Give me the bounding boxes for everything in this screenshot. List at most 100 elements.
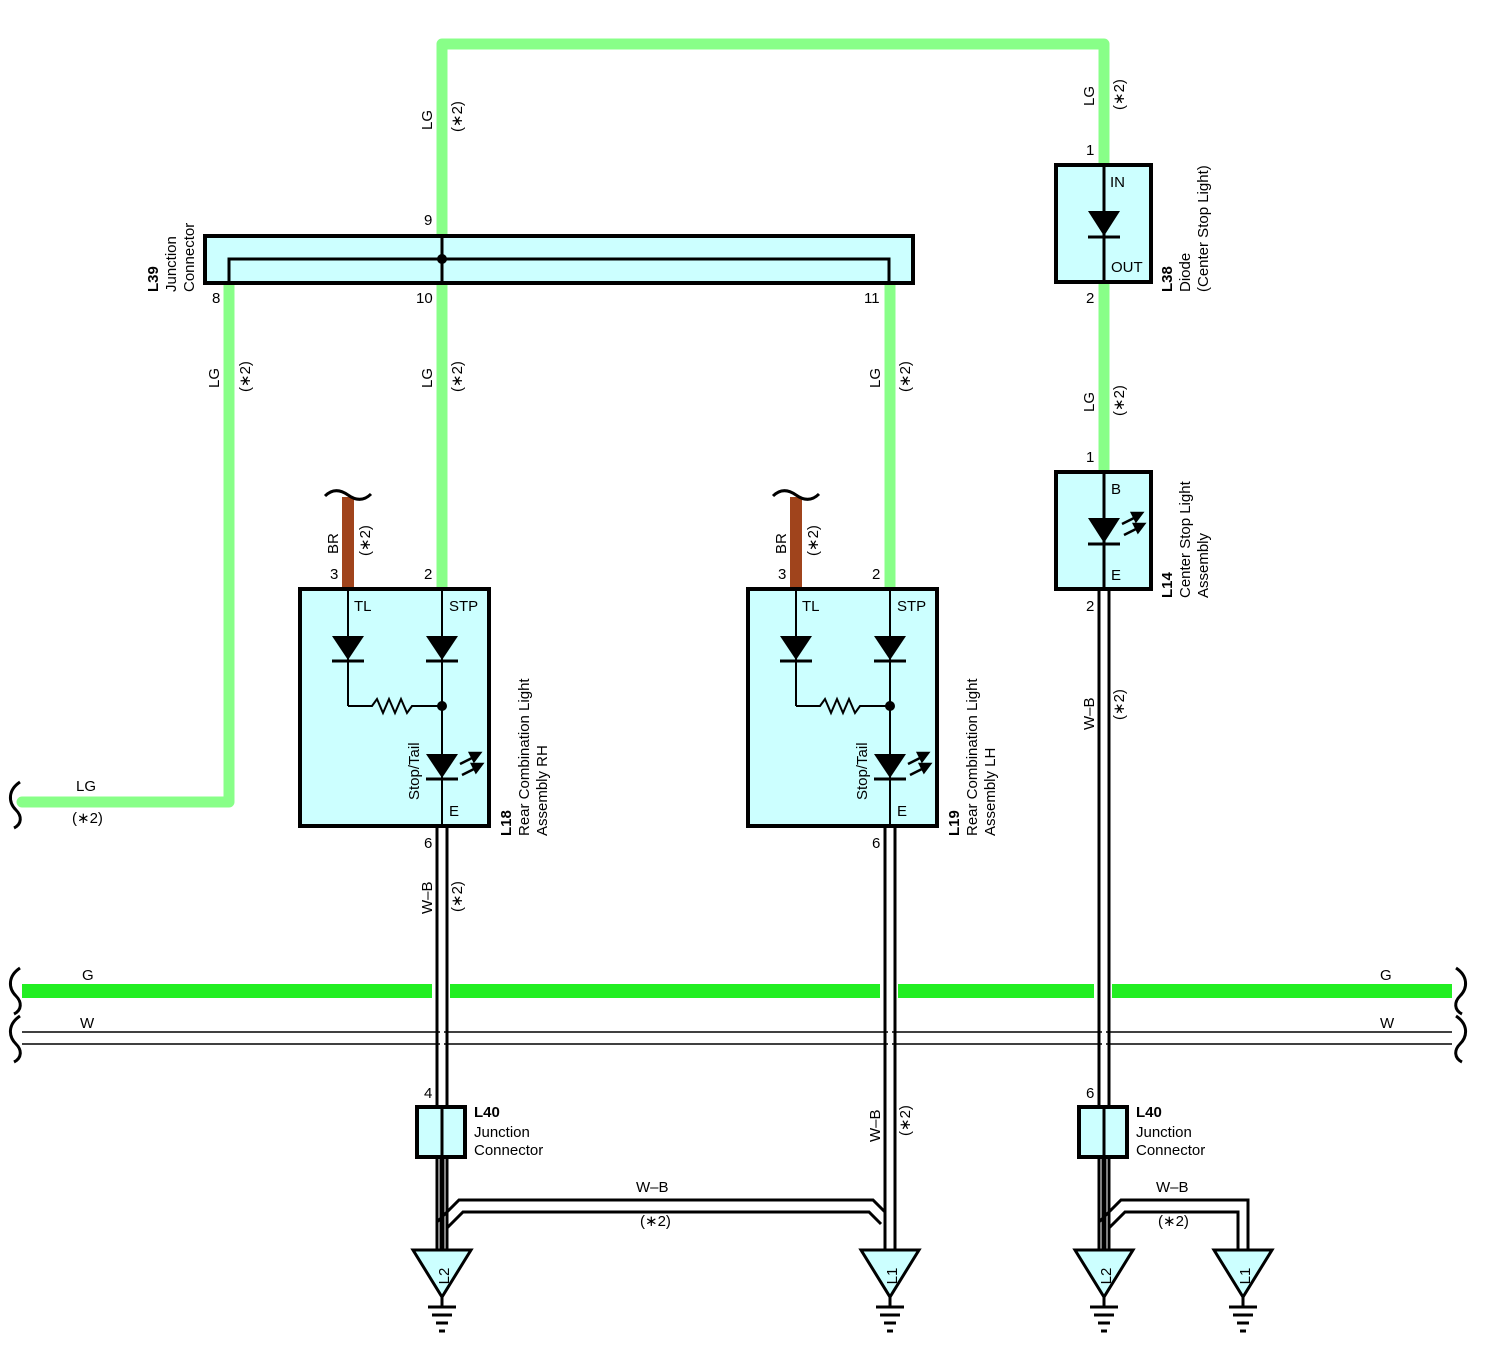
ground-l1-center: L1 (858, 1248, 922, 1333)
l18-rear-combination-light-rh: TL STP Stop/Tail E L18 Rear Combination … (298, 587, 551, 836)
l18-term-tl: TL (354, 598, 372, 615)
pin-l19-3: 3 (778, 566, 786, 583)
resistor-symbol (796, 696, 890, 716)
l38-term-in: IN (1110, 174, 1125, 191)
wire-label-br: BR (325, 533, 342, 554)
ground-label: L2 (1098, 1268, 1115, 1285)
pin-l14-1: 1 (1086, 449, 1094, 466)
break-left-w (9, 1014, 22, 1064)
l18-term-stp: STP (449, 598, 478, 615)
pin-l39-11: 11 (864, 290, 880, 307)
wire-note: (∗2) (897, 361, 914, 392)
l40-right-name1: Junction (1136, 1124, 1192, 1141)
l19-code: L19 (946, 810, 963, 836)
br-wire-ends (323, 489, 821, 501)
wire-label-w: W (80, 1015, 95, 1032)
l38-diode: IN OUT L38 Diode (Center Stop Light) (1054, 163, 1212, 292)
ground-l2-left: L2 (410, 1248, 474, 1333)
wire-note: (∗2) (1111, 689, 1128, 720)
l40-right-name2: Connector (1136, 1142, 1205, 1159)
wire-note: (∗2) (357, 525, 374, 556)
wire-label-wb: W–B (1156, 1179, 1189, 1196)
wire-label-lg: LG (867, 368, 884, 388)
ground-label: L2 (436, 1268, 453, 1285)
wire-note: (∗2) (897, 1105, 914, 1136)
pin-l39-10: 10 (416, 290, 433, 307)
pin-l18-3: 3 (330, 566, 338, 583)
wire-note: (∗2) (1111, 79, 1128, 110)
ground-icon (876, 1297, 904, 1333)
l18-name1: Rear Combination Light (516, 678, 533, 836)
wire-label-wb: W–B (867, 1109, 884, 1142)
l38-name1: Diode (1177, 253, 1194, 292)
l40-right-code: L40 (1136, 1104, 1162, 1121)
l40-junction-connector-left: L40 Junction Connector (415, 1104, 543, 1159)
l14-center-stop-light: B E L14 Center Stop Light Assembly (1054, 470, 1212, 598)
l18-code: L18 (498, 810, 515, 836)
wire-label-lg: LG (1081, 392, 1098, 412)
l39-name2: Connector (181, 223, 198, 292)
wire-label-br: BR (773, 533, 790, 554)
wire-label-lg: LG (76, 778, 96, 795)
pin-l39-8: 8 (212, 290, 220, 307)
l19-term-e: E (897, 803, 907, 820)
lg-wire-pin8-left (16, 276, 235, 808)
pin-l14-2: 2 (1086, 598, 1094, 615)
wire-note: (∗2) (449, 101, 466, 132)
wire-label-lg: LG (419, 368, 436, 388)
pin-numbers: 9 8 10 11 1 2 1 2 3 2 6 3 2 6 4 6 (212, 142, 1094, 1102)
l40-left-code: L40 (474, 1104, 500, 1121)
wire-label-w: W (1380, 1015, 1395, 1032)
l14-term-e: E (1111, 567, 1121, 584)
pin-l19-6: 6 (872, 835, 880, 852)
ground-icon (1090, 1297, 1118, 1333)
l14-name2: Assembly (1195, 532, 1212, 598)
break-left-g (9, 966, 22, 1016)
wire-labels: LG (∗2) LG (∗2) LG (∗2) LG (∗2) LG (∗2) … (72, 79, 1395, 1230)
l14-name1: Center Stop Light (1177, 480, 1194, 598)
wire-note: (∗2) (1111, 385, 1128, 416)
wire-break-symbols (9, 780, 1467, 1064)
l19-term-stp: STP (897, 598, 926, 615)
l19-name1: Rear Combination Light (964, 678, 981, 836)
l19-stop-tail: Stop/Tail (854, 742, 871, 800)
ground-icon (428, 1297, 456, 1333)
wire-note: (∗2) (640, 1213, 671, 1230)
wb-jumper-l2-l1-left (435, 1198, 887, 1230)
wire-note: (∗2) (1158, 1213, 1189, 1230)
wire-note: (∗2) (805, 525, 822, 556)
break-right-w (1454, 1014, 1467, 1064)
resistor-symbol (348, 696, 442, 716)
w-bus (22, 1031, 1452, 1045)
l38-code: L38 (1159, 266, 1176, 292)
wire-note: (∗2) (449, 361, 466, 392)
l39-junction-connector: L39 Junction Connector (145, 223, 915, 292)
pin-l40-4: 4 (424, 1085, 432, 1102)
pin-l18-2: 2 (424, 566, 432, 583)
pin-l19-2: 2 (872, 566, 880, 583)
ground-icon (1229, 1297, 1257, 1333)
wb-jumper-l2-l1-right (1097, 1198, 1250, 1250)
l40-left-name1: Junction (474, 1124, 530, 1141)
l19-name2: Assembly LH (982, 748, 999, 836)
l19-term-tl: TL (802, 598, 820, 615)
led-symbol (1088, 518, 1120, 543)
g-bus (22, 980, 1452, 1004)
ground-l1-right: L1 (1211, 1248, 1275, 1333)
pin-l38-1: 1 (1086, 142, 1094, 159)
wire-label-wb: W–B (636, 1179, 669, 1196)
ground-label: L1 (1237, 1268, 1254, 1285)
lg-wires (16, 38, 1110, 808)
break-left-lg (9, 780, 22, 830)
l39-name1: Junction (163, 236, 180, 292)
l38-name2: (Center Stop Light) (1195, 165, 1212, 292)
wire-label-g: G (1380, 967, 1392, 984)
pin-l39-9: 9 (424, 212, 432, 229)
l38-term-out: OUT (1111, 259, 1143, 276)
br-break-l19 (771, 489, 821, 501)
ground-l2-right: L2 (1072, 1248, 1136, 1333)
br-break-l18 (323, 489, 373, 501)
wire-label-lg: LG (206, 368, 223, 388)
wire-note: (∗2) (449, 881, 466, 912)
